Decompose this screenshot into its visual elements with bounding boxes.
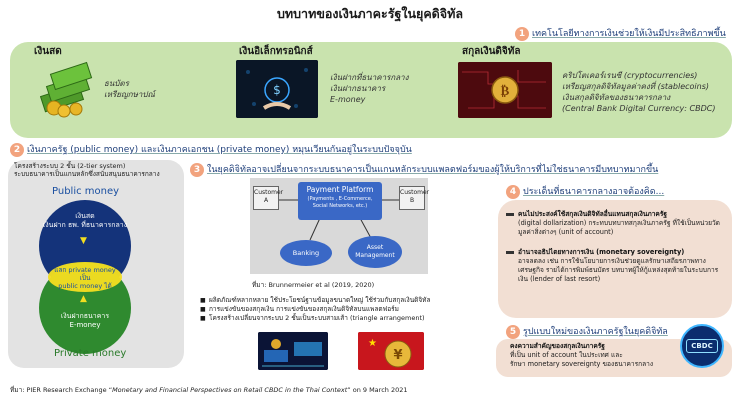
platform-impacts-list: ผลิตภัณฑ์หลากหลาย ใช้ประโยชน์ฐานข้อมูลขน…	[200, 296, 500, 323]
cbdc-point-title: คงความสำคัญของสกุลเงินภาครัฐ	[510, 342, 605, 350]
svg-text:¥: ¥	[393, 348, 402, 363]
cash-line-banknote: ธนบัตร	[104, 79, 129, 88]
concern-2-text: อาจลดลง เช่น การใช้นโยบายการเงินช่วยดูแล…	[518, 257, 719, 283]
public-item-cash: เงินสด	[75, 212, 95, 220]
section5-number: 5	[506, 325, 520, 339]
exchange-line-1: แลก private money เป็น	[54, 266, 116, 282]
footnote-suffix: ” on 9 March 2021	[347, 386, 408, 394]
platform-subtitle: (Payments , E-Commerce, Social Networks,…	[307, 196, 373, 209]
section1-number: 1	[515, 27, 529, 41]
section4-number: 4	[506, 185, 520, 199]
banking-label: Banking	[292, 249, 320, 257]
asset-management-label: Asset Management	[355, 244, 395, 259]
diagram-source: ที่มา: Brunnermeier et al (2019, 2020)	[252, 281, 375, 289]
svg-text:★: ★	[368, 338, 377, 349]
dash-icon	[506, 250, 514, 254]
private-money-label: Private money	[54, 348, 127, 359]
section5-heading-text: รูปแบบใหม่ของเงินภาครัฐในยุคดิจิทัล	[523, 327, 668, 337]
footnote-title: Monetary and Financial Perspectives on R…	[112, 386, 348, 394]
money-types-panel	[10, 42, 732, 138]
exchange-note: แลก private money เป็น public money ได้	[48, 266, 122, 290]
platform-diagram: Customer A Customer B Payment Platform (…	[250, 178, 429, 274]
emoney-image: $	[236, 60, 318, 118]
digital-line-cbdc: เงินสกุลดิจิทัลของธนาคารกลาง	[562, 93, 671, 102]
svg-text:$: $	[273, 83, 281, 97]
footnote-prefix: ที่มา: PIER Research Exchange “	[10, 386, 113, 394]
footnote: ที่มา: PIER Research Exchange “Monetary …	[10, 385, 408, 395]
impact-item: ผลิตภัณฑ์หลากหลาย ใช้ประโยชน์ฐานข้อมูลขน…	[200, 296, 500, 305]
two-tier-heading-line2: ระบบธนาคารเป็นแกนหลักซึ่งสนับสนุนธนาคารก…	[14, 170, 160, 178]
cbdc-badge-label: CBDC	[686, 339, 718, 353]
svg-text:₿: ₿	[501, 84, 510, 99]
digital-line-crypto: คริปโตเคอร์เรนซี (cryptocurrencies)	[562, 71, 698, 80]
digital-exchange-image	[258, 332, 328, 370]
concern-1-title: คนไม่ประสงค์ใช้สกุลเงินดิจิทัลอื่นแทนสกุ…	[518, 210, 668, 218]
cbdc-point-line3: รักษา monetary sovereignty ของธนาคารกลาง	[510, 360, 654, 368]
emoney-line-2: เงินฝากธนาคาร	[330, 84, 386, 93]
cash-image	[40, 60, 96, 118]
yuan-coin-image: ★ ¥	[358, 332, 424, 370]
asset-management-node: Asset Management	[348, 236, 402, 268]
impact-item: โครงสร้างเปลี่ยนจากระบบ 2 ชั้นเป็นระบบสา…	[200, 314, 500, 323]
impact-item: การแข่งขันของสกุลเงิน การแข่งขันของสกุลเ…	[200, 305, 500, 314]
customer-a-box: Customer A	[253, 186, 283, 210]
central-bank-concerns-panel	[498, 200, 732, 318]
section4-heading-text: ประเด็นที่ธนาคารกลางอาจต้องคิด...	[523, 187, 665, 197]
digital-title: สกุลเงินดิจิทัล	[462, 46, 521, 57]
customer-b-box: Customer B	[399, 186, 429, 210]
digital-line-cbdc-en: (Central Bank Digital Currency: CBDC)	[562, 104, 716, 113]
private-money-contents: เงินฝากธนาคาร E-money	[42, 312, 128, 330]
digital-line-stablecoin: เหรียญสกุลดิจิทัลมูลค่าคงที่ (stablecoin…	[562, 82, 710, 91]
new-public-money-text: คงความสำคัญของสกุลเงินภาครัฐ ที่เป็น uni…	[510, 342, 680, 369]
customer-b-label: Customer B	[400, 189, 430, 204]
banking-node: Banking	[280, 240, 332, 266]
section2-number: 2	[10, 143, 24, 157]
emoney-title: เงินอิเล็กทรอนิกส์	[239, 46, 313, 57]
two-tier-heading: โครงสร้างระบบ 2 ชั้น (2-tier system) ระบ…	[14, 162, 160, 178]
overlap-region	[48, 262, 122, 292]
section3-number: 3	[190, 163, 204, 177]
cbdc-badge-icon: CBDC	[680, 324, 724, 368]
concern-2-title: อำนาจอธิปไตยทางการเงิน (monetary soverei…	[518, 248, 685, 256]
payment-platform-box: Payment Platform (Payments , E-Commerce,…	[298, 182, 382, 220]
concern-1-text: (digital dollarization) กระทบบทบาทสกุลเง…	[518, 219, 720, 236]
public-item-reserve: เงินฝาก ธพ. ที่ธนาคารกลาง	[42, 221, 128, 229]
cash-title: เงินสด	[34, 46, 62, 57]
emoney-line-1: เงินฝากที่ธนาคารกลาง	[330, 73, 409, 82]
section1-heading-text: เทคโนโลยีทางการเงินช่วยให้เงินมีประสิทธิ…	[532, 29, 726, 39]
platform-title: Payment Platform	[306, 185, 374, 194]
digital-currency-image: ₿	[458, 62, 552, 118]
cbdc-point-line2: ที่เป็น unit of account ในประเทศ และ	[510, 351, 623, 359]
down-arrow-icon: ▼	[80, 236, 87, 246]
private-item-emoney: E-money	[69, 321, 101, 329]
up-arrow-icon: ▲	[80, 294, 87, 304]
digital-desc: คริปโตเคอร์เรนซี (cryptocurrencies) เหรี…	[562, 70, 715, 114]
section2-heading-text: เงินภาครัฐ (public money) และเงินภาคเอกช…	[27, 145, 412, 155]
emoney-desc: เงินฝากที่ธนาคารกลาง เงินฝากธนาคาร E-mon…	[330, 72, 409, 105]
two-tier-heading-line1: โครงสร้างระบบ 2 ชั้น (2-tier system)	[14, 162, 126, 170]
public-money-label: Public money	[52, 186, 120, 197]
cash-line-coin: เหรียญกษาปณ์	[104, 90, 155, 99]
emoney-line-3: E-money	[330, 95, 366, 104]
section3-heading-text: ในยุคดิจิทัลอาจเปลี่ยนจากระบบธนาคารเป็นแ…	[207, 165, 659, 175]
concern-item-1: คนไม่ประสงค์ใช้สกุลเงินดิจิทัลอื่นแทนสกุ…	[506, 210, 724, 237]
concern-item-2: อำนาจอธิปไตยทางการเงิน (monetary soverei…	[506, 248, 724, 284]
exchange-line-2: public money ได้	[58, 282, 112, 290]
dash-icon	[506, 212, 514, 216]
page-title: บทบาทของเงินภาคะรัฐในยุคดิจิทัล	[276, 6, 464, 21]
private-item-deposit: เงินฝากธนาคาร	[60, 312, 110, 320]
public-money-contents: เงินสด เงินฝาก ธพ. ที่ธนาคารกลาง	[42, 212, 128, 230]
customer-a-label: Customer A	[254, 189, 284, 204]
cash-desc: ธนบัตร เหรียญกษาปณ์	[104, 78, 155, 100]
